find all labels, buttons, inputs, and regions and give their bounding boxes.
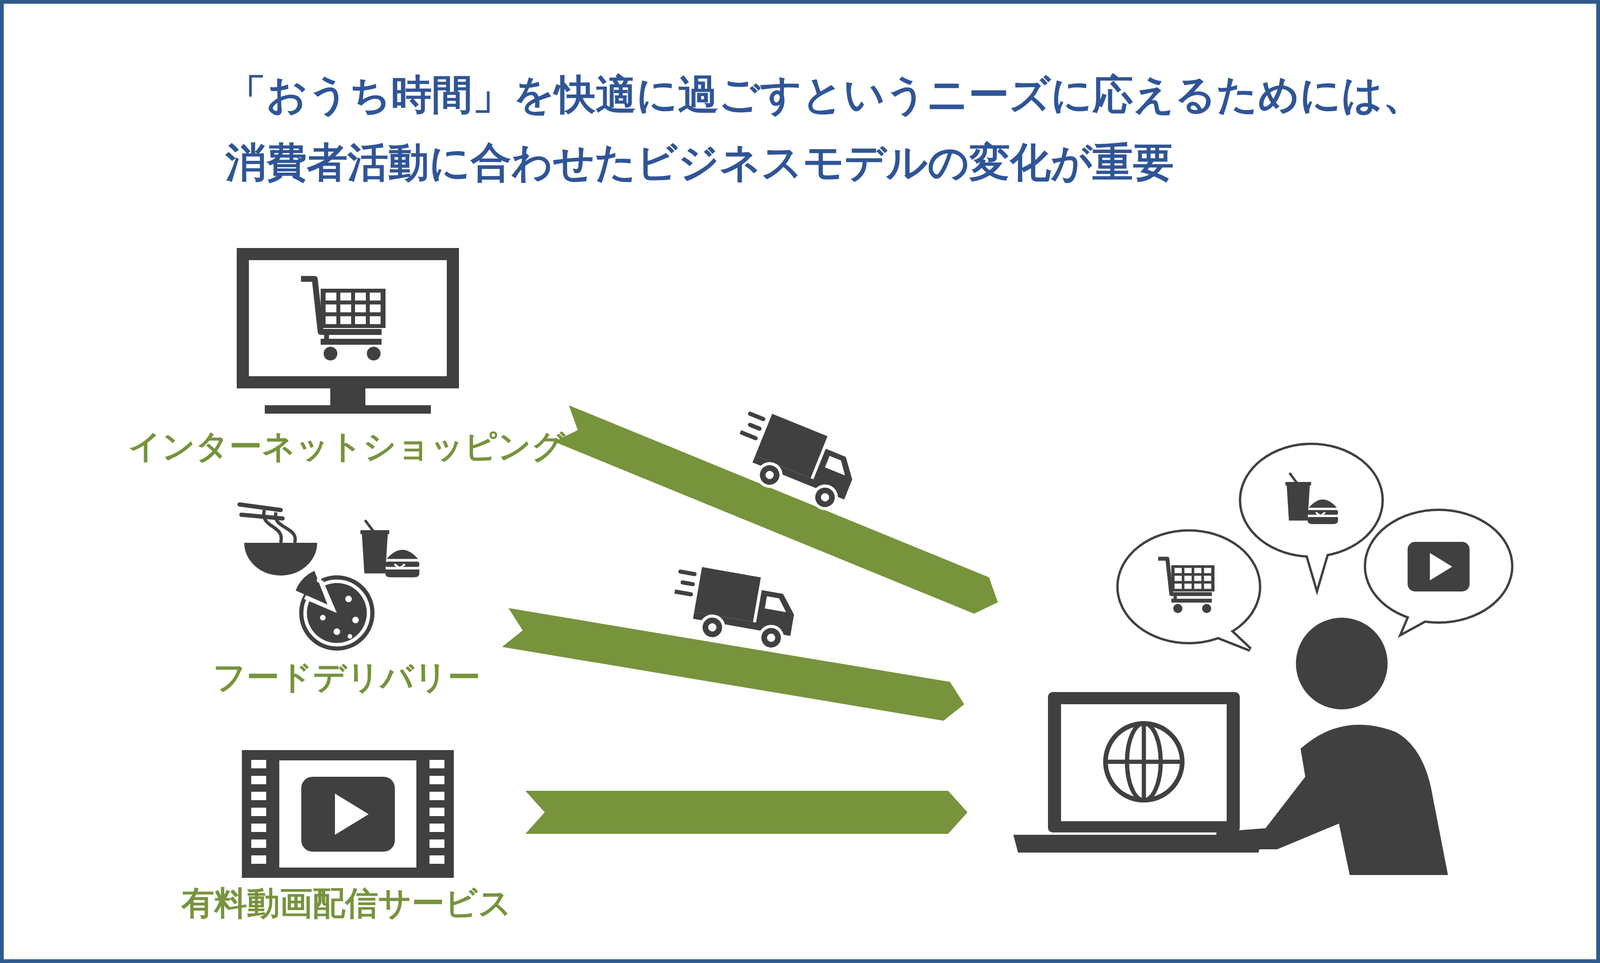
- service-label: フードデリバリー: [212, 657, 481, 697]
- sprocket-hole: [251, 807, 267, 816]
- sprocket-hole: [429, 855, 445, 864]
- sprocket-hole: [429, 807, 445, 816]
- sprocket-hole: [251, 855, 267, 864]
- speech-bubbles: [1118, 444, 1512, 650]
- laptop-icon: [1013, 691, 1264, 853]
- sprocket-hole: [429, 759, 445, 769]
- sprocket-hole: [251, 823, 267, 832]
- sprocket-hole: [429, 823, 445, 832]
- sprocket-hole: [251, 839, 267, 848]
- flow-arrow: [553, 405, 998, 614]
- sprocket-hole: [251, 775, 267, 785]
- sprocket-hole: [251, 759, 267, 769]
- sprocket-hole: [429, 791, 445, 800]
- person-figure: [1216, 617, 1448, 875]
- flow-arrows: [501, 405, 998, 834]
- service-node: フードデリバリー: [212, 657, 481, 697]
- monitor-icon: [236, 247, 459, 414]
- service-label: 有料動画配信サービス: [181, 883, 512, 923]
- food-icons: [239, 504, 420, 649]
- service-node: 有料動画配信サービス: [181, 883, 512, 923]
- service-node: インターネットショッピング: [128, 426, 566, 466]
- film-icon: [241, 749, 454, 878]
- delivery-truck: [725, 405, 864, 515]
- sprocket-hole: [429, 775, 445, 785]
- flow-arrow: [525, 790, 968, 834]
- sprocket-hole: [251, 791, 267, 800]
- service-label: インターネットショッピング: [128, 426, 566, 466]
- delivery-truck: [667, 562, 800, 652]
- title: 「おうち時間」を快適に過ごすというニーズに応えるためには、 消費者活動に合わせた…: [225, 60, 1536, 197]
- sprocket-hole: [429, 839, 445, 848]
